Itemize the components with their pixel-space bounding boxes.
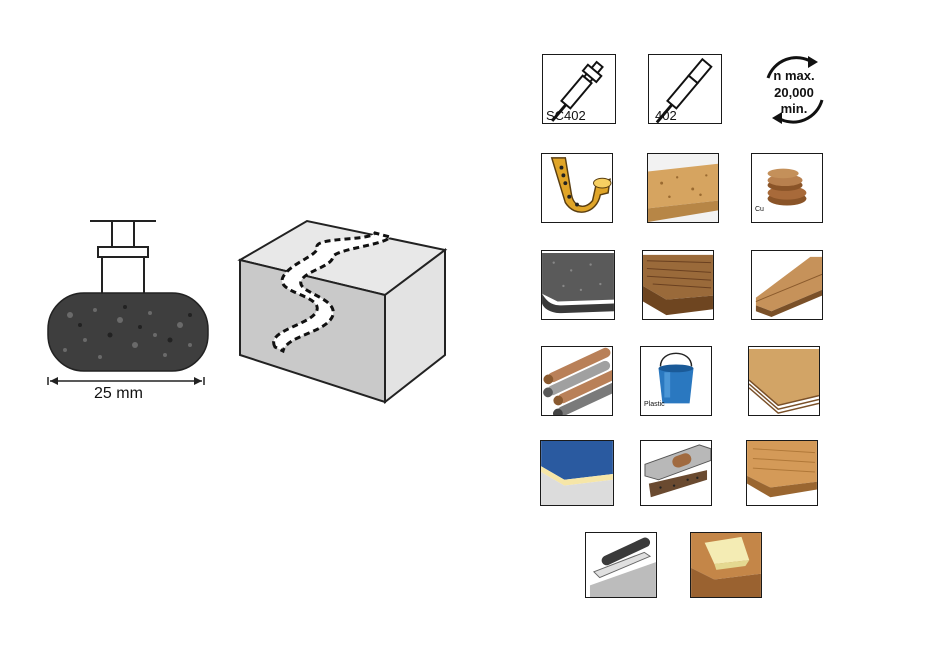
- material-chipboard-tile: [647, 153, 719, 223]
- material-laminate-tile: [751, 250, 823, 320]
- rods-icon: [543, 347, 612, 415]
- aluminium-profile-icon: [589, 537, 656, 597]
- collet-402-tile: [648, 54, 722, 124]
- veneer-board-icon: [691, 533, 761, 597]
- material-metal-rods-tile: [541, 346, 613, 416]
- plastic-bucket-icon: [658, 352, 694, 404]
- material-copper-tile: [751, 153, 823, 223]
- wood-plank-icon: [643, 254, 713, 316]
- copper-coins-icon: [767, 168, 807, 206]
- rotation-arrows-icon: n max. 20,000 min.: [766, 56, 824, 124]
- ez-lock-mandrel-icon: [551, 60, 604, 122]
- collet-sc402-label: SC402: [546, 108, 586, 123]
- diameter-label: 25 mm: [94, 385, 143, 402]
- sanding-wheel-illustration: [47, 220, 209, 385]
- speed-line3: min.: [781, 101, 808, 116]
- copper-label: Cu: [755, 206, 764, 213]
- material-veneer-tile: [690, 532, 762, 598]
- chipboard-icon: [648, 154, 718, 222]
- metal-profile-icon: [644, 444, 711, 498]
- material-softwood-tile: [746, 440, 818, 506]
- speed-line2: 20,000: [774, 85, 814, 100]
- block-application-illustration: [237, 219, 448, 405]
- collet-sc402-tile: [542, 54, 616, 124]
- speed-line1: n max.: [773, 68, 814, 83]
- material-stone-tile: [541, 250, 615, 320]
- softwood-board-icon: [747, 441, 817, 498]
- material-brass-instrument-tile: [541, 153, 613, 223]
- coated-board-icon: [541, 441, 613, 505]
- laminate-board-icon: [755, 256, 822, 318]
- material-aluminium-profile-tile: [585, 532, 657, 598]
- material-plywood-tile: [748, 346, 820, 416]
- material-hardwood-tile: [642, 250, 714, 320]
- plastic-label: Plastic: [644, 401, 665, 408]
- material-plastic-tile: [640, 346, 712, 416]
- stone-slab-icon: [542, 252, 614, 314]
- mandrel-icon: [655, 57, 713, 123]
- material-coated-board-tile: [540, 440, 614, 506]
- saxophone-icon: [550, 157, 612, 213]
- collet-402-label: 402: [655, 108, 677, 123]
- material-metal-profile-tile: [640, 440, 712, 506]
- plywood-icon: [749, 348, 819, 414]
